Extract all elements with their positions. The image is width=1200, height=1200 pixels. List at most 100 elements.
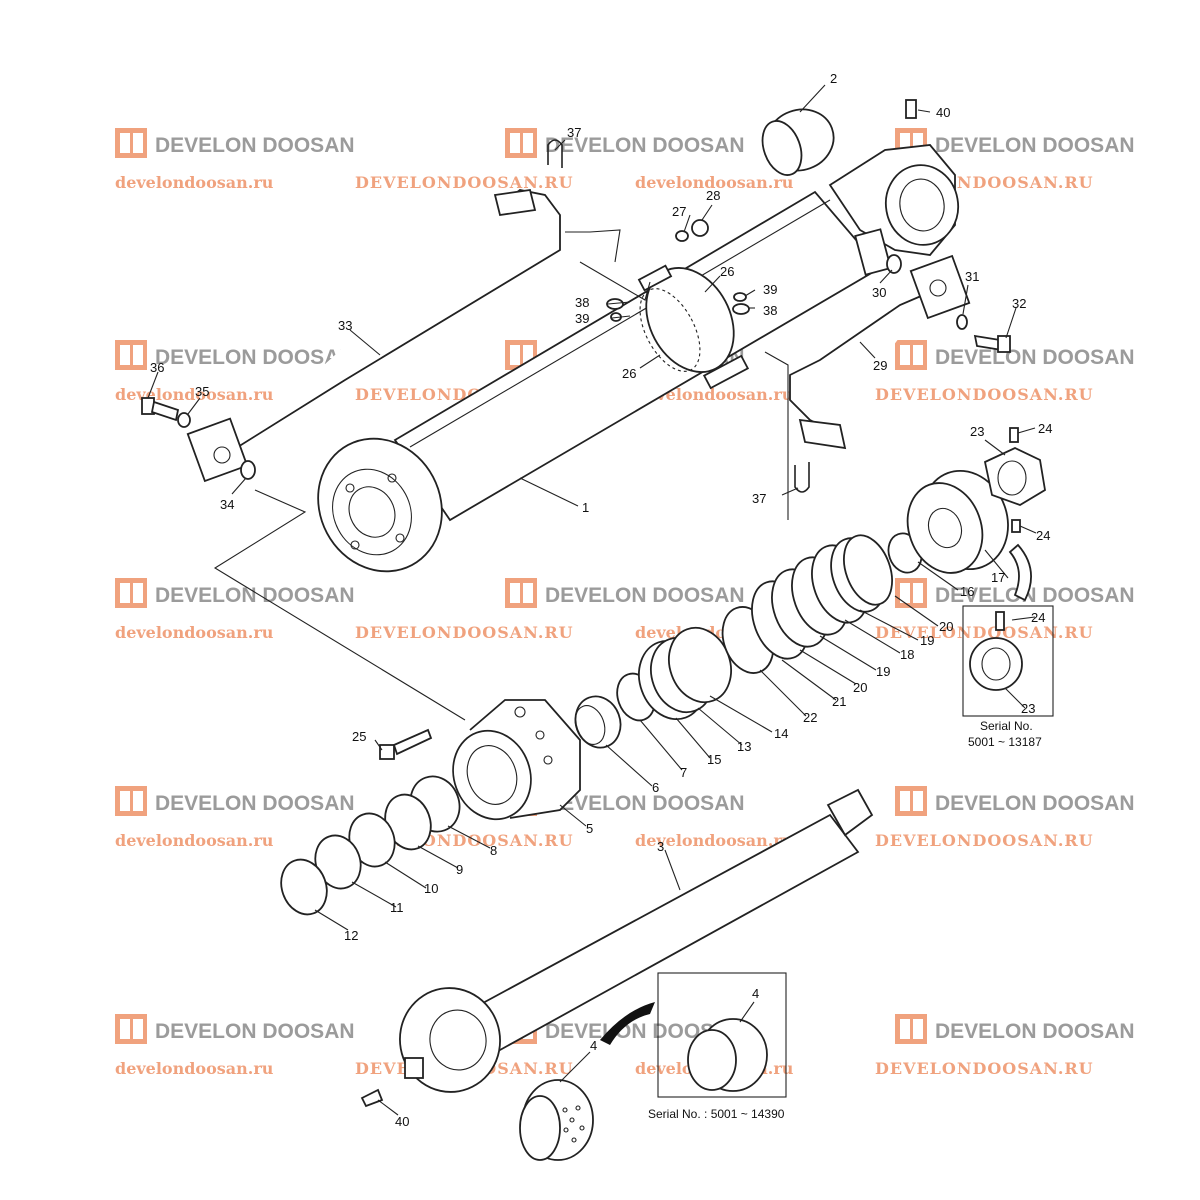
watermark-logo: DEVELON DOOSAN [115, 340, 355, 370]
inset-serial-label: Serial No. [980, 719, 1033, 733]
callout-24: 24 [1031, 610, 1045, 625]
watermark-logo: DEVELON DOOSAN [895, 786, 1135, 816]
callout-7: 7 [680, 765, 687, 780]
watermark-logo: DEVELON DOOSAN [895, 578, 1135, 608]
callout-31: 31 [965, 269, 979, 284]
callout-19: 19 [876, 664, 890, 679]
callout-27: 27 [672, 204, 686, 219]
callout-34: 34 [220, 497, 234, 512]
o-ring-30 [886, 254, 902, 274]
watermark-brand: DEVELON DOOSAN [155, 134, 355, 157]
callout-4: 4 [752, 986, 759, 1001]
ring-20b [843, 534, 893, 606]
callout-18: 18 [900, 647, 914, 662]
watermark-url: develondoosan.ru [115, 623, 274, 642]
callout-35: 35 [195, 384, 209, 399]
watermark-url: DEVELONDOOSAN.RU [355, 173, 574, 192]
callout-24: 24 [1038, 421, 1052, 436]
callout-28: 28 [706, 188, 720, 203]
callout-36: 36 [150, 360, 164, 375]
set-screw-24-top [1009, 427, 1019, 443]
watermark-url: develondoosan.ru [635, 173, 794, 192]
callout-23: 23 [970, 424, 984, 439]
drawing-layer: Serial No. 5001 ~ 13187 [141, 71, 1054, 1161]
watermark-url: DEVELONDOOSAN.RU [875, 623, 1094, 642]
seal-12 [280, 858, 328, 916]
watermark-url: develondoosan.ru [635, 385, 794, 404]
watermark-brand: DEVELON DOOSAN [155, 792, 355, 815]
watermark-url: develondoosan.ru [115, 1059, 274, 1078]
watermark-url: develondoosan.ru [635, 831, 794, 850]
callout-24: 24 [1036, 528, 1050, 543]
bolt-27-28 [675, 219, 709, 242]
watermark-brand: DEVELON DOOSAN [155, 584, 355, 607]
watermark-logo: DEVELON DOOSAN [115, 1014, 355, 1044]
callout-19: 19 [920, 633, 934, 648]
callout-23: 23 [1021, 701, 1035, 716]
callout-29: 29 [873, 358, 887, 373]
callout-4: 4 [590, 1038, 597, 1053]
callout-3: 3 [657, 839, 664, 854]
callout-38: 38 [575, 295, 589, 310]
callout-1: 1 [582, 500, 589, 515]
watermark-logo: DEVELON DOOSAN [115, 786, 355, 816]
watermark-brand: DEVELON DOOSAN [545, 792, 745, 815]
watermark-brand: DEVELON DOOSAN [155, 346, 355, 369]
watermark-url: develondoosan.ru [115, 173, 274, 192]
pipe-assembly-29 [789, 254, 971, 450]
watermark-url: DEVELONDOOSAN.RU [875, 831, 1094, 850]
callout-32: 32 [1012, 296, 1026, 311]
callout-12: 12 [344, 928, 358, 943]
callout-20: 20 [853, 680, 867, 695]
arrow-to-bushing-inset [600, 1002, 655, 1045]
watermark-logo: DEVELON DOOSAN [115, 128, 355, 158]
callout-8: 8 [490, 843, 497, 858]
callout-38: 38 [763, 303, 777, 318]
callout-16: 16 [960, 584, 974, 599]
callout-21: 21 [832, 694, 846, 709]
callout-labels: 2 40 37 28 27 26 38 39 39 38 26 30 31 32… [150, 71, 1052, 1129]
watermark-logo: DEVELON DOOSAN [505, 128, 745, 158]
callout-9: 9 [456, 862, 463, 877]
callout-17: 17 [991, 570, 1005, 585]
callout-26: 26 [720, 264, 734, 279]
inset-serial-text: Serial No. : 5001 ~ 14390 [648, 1107, 785, 1121]
bolt-32 [973, 334, 1011, 353]
piston-17 [906, 469, 1009, 574]
watermark-brand: DEVELON DOOSAN [545, 134, 745, 157]
watermark-brand: DEVELON DOOSAN [935, 584, 1135, 607]
cylinder-head-5 [452, 699, 581, 821]
callout-22: 22 [803, 710, 817, 725]
bolt-36 [141, 397, 180, 422]
callout-39: 39 [763, 282, 777, 297]
grease-fitting-40-top [905, 99, 917, 119]
nut-washer-38-39 [606, 292, 750, 322]
callout-14: 14 [774, 726, 788, 741]
pipe-assembly-33 [186, 188, 561, 483]
grease-fitting-40-bottom [360, 1088, 384, 1108]
u-bolt-37-top [547, 139, 563, 168]
callout-40: 40 [936, 105, 950, 120]
watermark-url: develondoosan.ru [115, 831, 274, 850]
watermark-url: DEVELONDOOSAN.RU [875, 385, 1094, 404]
callout-11: 11 [390, 900, 404, 915]
callout-37: 37 [567, 125, 581, 140]
callout-13: 13 [737, 739, 751, 754]
watermark-brand: DEVELON DOOSAN [935, 1020, 1135, 1043]
washer-35 [177, 412, 191, 428]
bolt-25 [379, 728, 433, 760]
watermark-url: DEVELONDOOSAN.RU [875, 1059, 1094, 1078]
callout-33: 33 [338, 318, 352, 333]
callout-10: 10 [424, 881, 438, 896]
clamp-26 [637, 264, 750, 390]
cylinder-tube [317, 144, 960, 573]
watermark-brand: DEVELON DOOSAN [935, 134, 1135, 157]
inset-nut-serial: Serial No. 5001 ~ 13187 [962, 605, 1054, 749]
piston-rod-3 [399, 788, 874, 1093]
callout-39: 39 [575, 311, 589, 326]
callout-15: 15 [707, 752, 721, 767]
callout-5: 5 [586, 821, 593, 836]
callout-40: 40 [395, 1114, 409, 1129]
watermark-brand: DEVELON DOOSAN [935, 346, 1135, 369]
